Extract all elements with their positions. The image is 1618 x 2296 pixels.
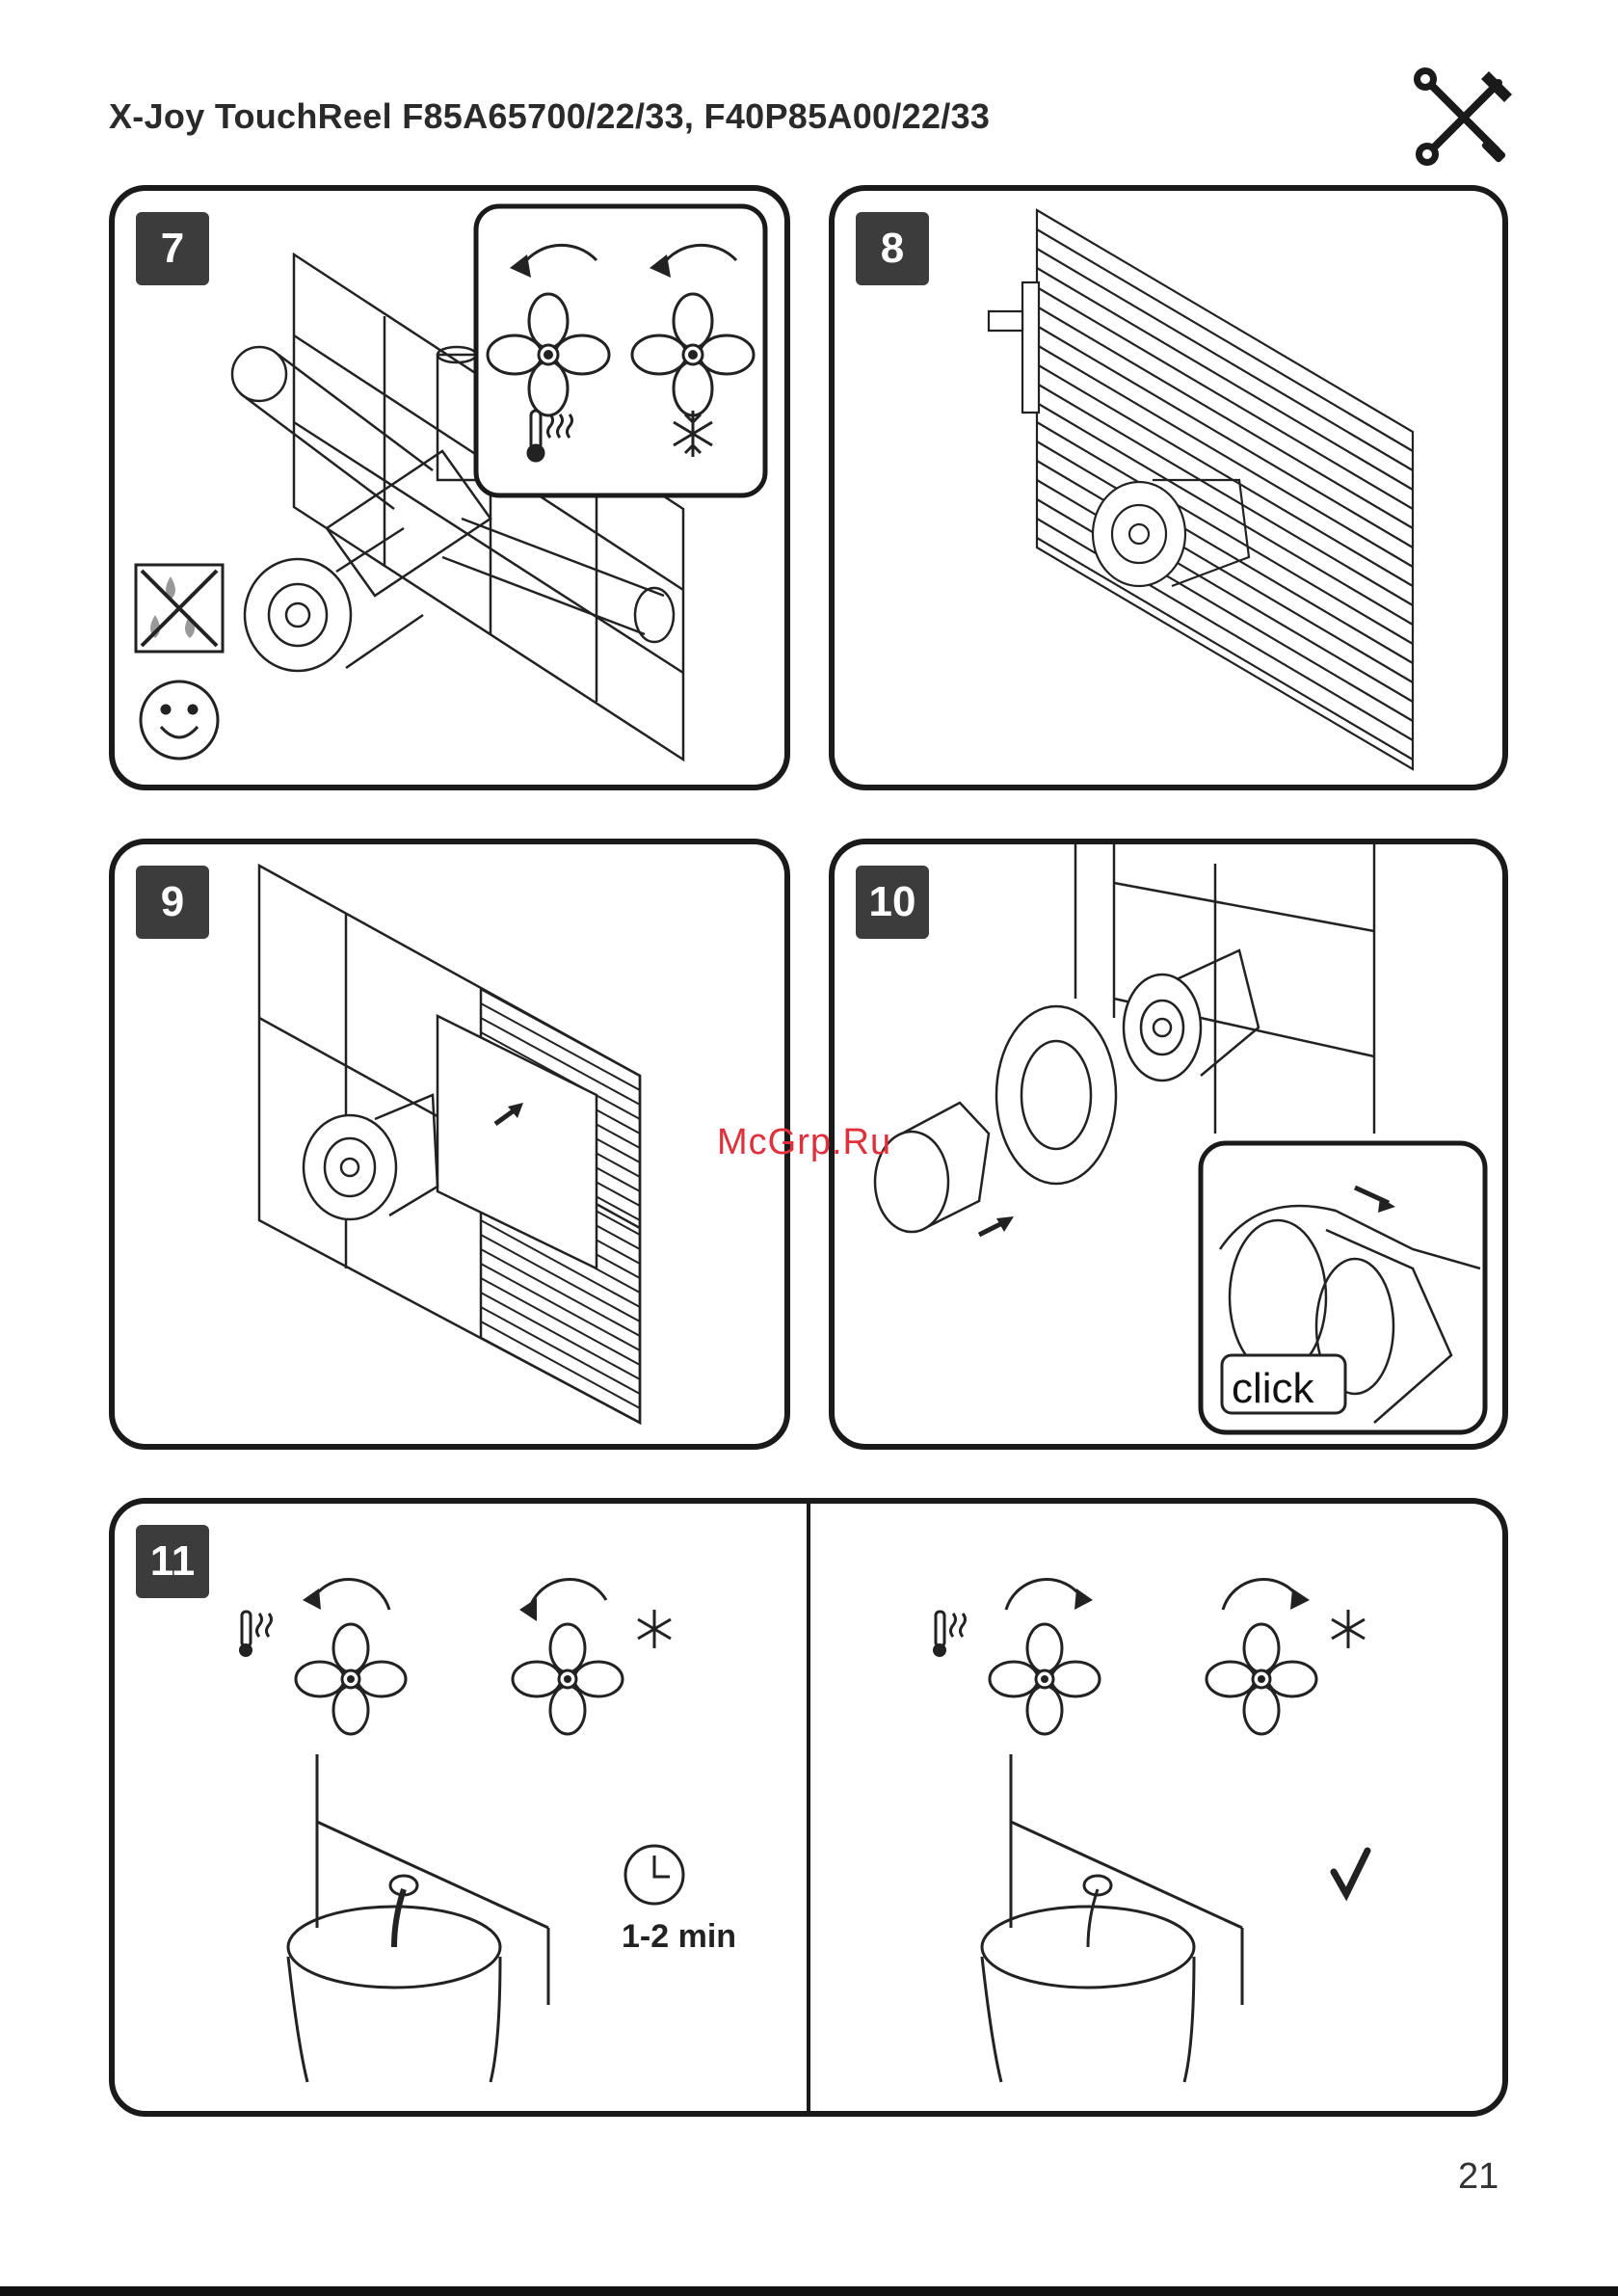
step-10-panel: 10 click bbox=[829, 839, 1508, 1450]
step-10-illustration bbox=[835, 844, 1502, 1444]
step-8-illustration bbox=[835, 191, 1502, 785]
tools-icon bbox=[1412, 66, 1518, 172]
step-9-panel: 9 bbox=[109, 839, 790, 1450]
no-water-drops-icon bbox=[136, 565, 223, 652]
step-8-panel: 8 bbox=[829, 185, 1508, 790]
watermark: McGrp.Ru bbox=[717, 1122, 891, 1163]
step-number-9: 9 bbox=[136, 866, 209, 939]
step-number-10: 10 bbox=[856, 866, 929, 939]
step-number-8: 8 bbox=[856, 212, 929, 285]
step-11-illustration bbox=[115, 1504, 1502, 2111]
page-title: X-Joy TouchReel F85A65700/22/33, F40P85A… bbox=[109, 96, 990, 137]
page-number: 21 bbox=[1458, 2156, 1499, 2198]
step-number-7: 7 bbox=[136, 212, 209, 285]
step-number-11: 11 bbox=[136, 1525, 209, 1598]
step-7-panel: 7 bbox=[109, 185, 790, 790]
bottom-rule bbox=[0, 2286, 1618, 2296]
smiley-face-icon bbox=[141, 681, 218, 759]
wait-time-label: 1-2 min bbox=[622, 1918, 736, 1956]
click-label: click bbox=[1232, 1365, 1314, 1413]
checkmark-icon bbox=[1334, 1851, 1367, 1894]
step-9-illustration bbox=[115, 844, 784, 1444]
step-7-illustration bbox=[115, 191, 784, 785]
step-11-panel: 11 1-2 min bbox=[109, 1498, 1508, 2117]
